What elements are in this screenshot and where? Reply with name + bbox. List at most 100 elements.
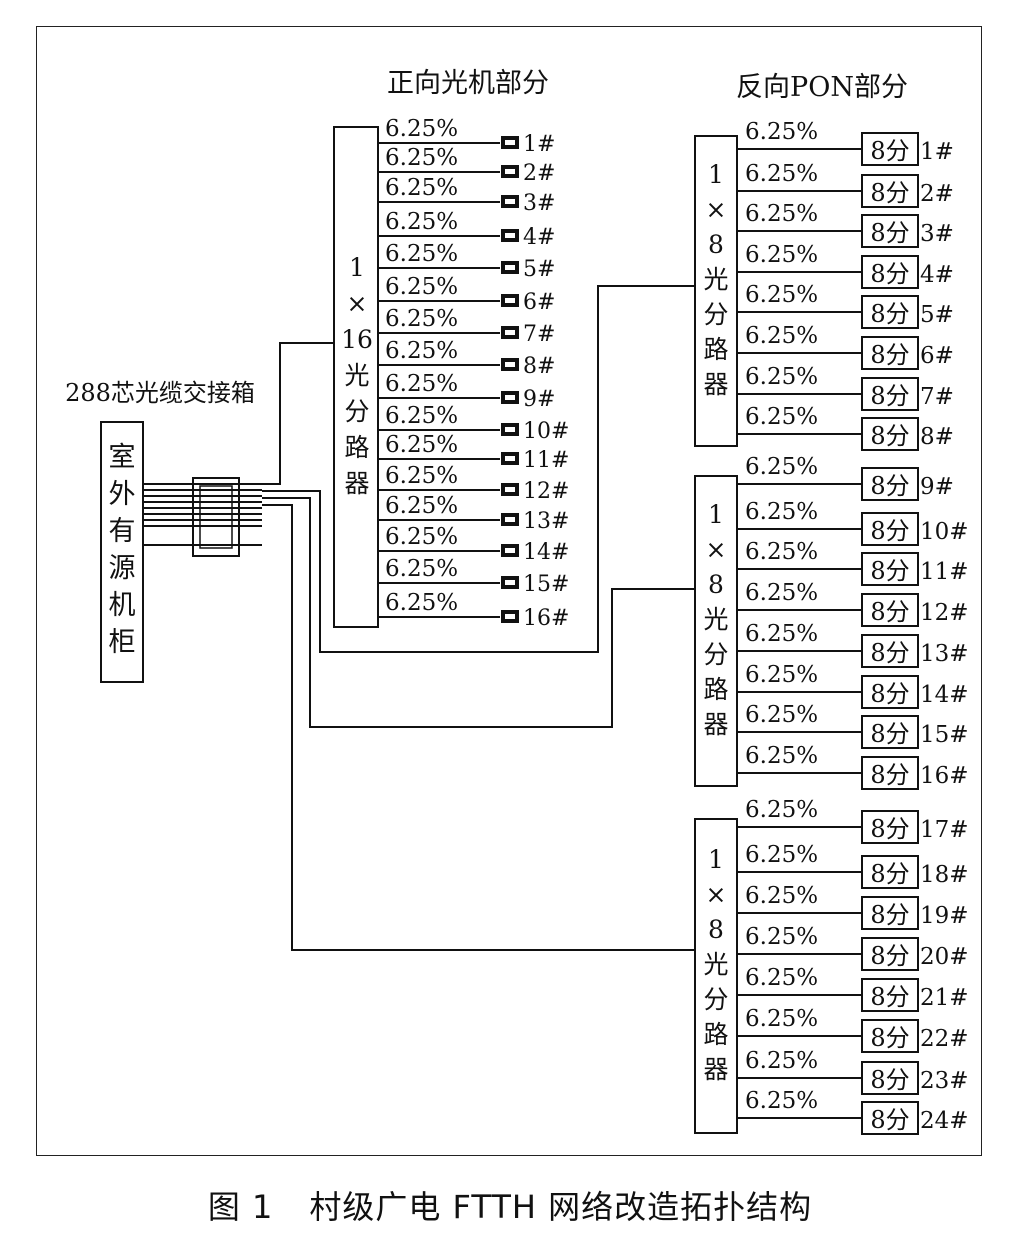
- cabinet-label-char: 室: [109, 442, 136, 473]
- reverse-ratio: 6.25%: [745, 842, 818, 868]
- eight-way-splitter-box: [861, 132, 919, 166]
- reverse-port-label: 13#: [920, 641, 969, 667]
- splitter8-label-char: 8: [708, 230, 724, 259]
- forward-ratio: 6.25%: [385, 209, 458, 235]
- forward-ratio: 6.25%: [385, 524, 458, 550]
- reverse-port-label: 24#: [920, 1108, 969, 1134]
- splitter8-label-char: 路: [703, 335, 728, 364]
- reverse-ratio: 6.25%: [745, 1088, 818, 1114]
- reverse-port-label: 11#: [920, 559, 969, 585]
- eight-way-label: 8分: [870, 137, 909, 165]
- optical-node-icon: [501, 229, 519, 242]
- eight-way-label: 8分: [870, 983, 909, 1011]
- cabinet-label-char: 外: [109, 479, 136, 510]
- splitter16-label-char: 16: [341, 325, 373, 354]
- forward-port-label: 5#: [523, 257, 555, 282]
- forward-ratio: 6.25%: [385, 463, 458, 489]
- eight-way-label: 8分: [870, 901, 909, 929]
- optical-node-port: [505, 140, 515, 145]
- reverse-ratio: 6.25%: [745, 201, 818, 227]
- splitter8-label-char: 1: [708, 845, 724, 874]
- reverse-port-label: 9#: [920, 474, 954, 500]
- eight-way-label: 8分: [870, 517, 909, 545]
- forward-ratio: 6.25%: [385, 145, 458, 171]
- eight-way-label: 8分: [870, 860, 909, 888]
- eight-way-splitter-box: [861, 715, 919, 749]
- figure-title: 村级广电 FTTH 网络改造拓扑结构: [309, 1188, 813, 1226]
- eight-way-label: 8分: [870, 341, 909, 369]
- optical-node-port: [505, 395, 515, 400]
- reverse-port-label: 21#: [920, 985, 969, 1011]
- optical-node-icon: [501, 294, 519, 307]
- splitter16-label-char: 光: [344, 361, 369, 390]
- eight-way-label: 8分: [870, 815, 909, 843]
- reverse-ratio: 6.25%: [745, 161, 818, 187]
- splitter16-label-char: ×: [347, 289, 368, 318]
- optical-node-port: [505, 199, 515, 204]
- eight-way-label: 8分: [870, 300, 909, 328]
- splitter8-label-char: ×: [706, 880, 727, 909]
- eight-way-label: 8分: [870, 219, 909, 247]
- reverse-port-label: 19#: [920, 903, 969, 929]
- splitter8-label-char: ×: [706, 535, 727, 564]
- forward-ratio: 6.25%: [385, 371, 458, 397]
- eight-way-label: 8分: [870, 761, 909, 789]
- optical-node-icon: [501, 326, 519, 339]
- splitter16-label-char: 器: [344, 469, 369, 498]
- splitter8-label-char: 器: [703, 710, 728, 739]
- optical-node-icon: [501, 483, 519, 496]
- reverse-ratio: 6.25%: [745, 499, 818, 525]
- forward-ratio: 6.25%: [385, 556, 458, 582]
- eight-way-label: 8分: [870, 260, 909, 288]
- forward-port-label: 3#: [523, 191, 555, 216]
- splitter8-label-char: ×: [706, 195, 727, 224]
- feeder-to-splitter16: [262, 342, 334, 485]
- cabinet-label-char: 机: [109, 590, 136, 621]
- forward-port-label: 10#: [523, 419, 569, 444]
- eight-way-splitter-box: [861, 675, 919, 709]
- optical-node-port: [505, 580, 515, 585]
- splitter16-label-char: 分: [344, 397, 369, 426]
- splitter8-label-char: 器: [703, 370, 728, 399]
- splitter-1x8: [694, 135, 738, 447]
- eight-way-splitter-box: [861, 467, 919, 501]
- feeder-to-splitter8: [262, 497, 695, 728]
- forward-port-label: 9#: [523, 387, 555, 412]
- eight-way-label: 8分: [870, 1066, 909, 1094]
- reverse-ratio: 6.25%: [745, 539, 818, 565]
- eight-way-splitter-box: [861, 255, 919, 289]
- forward-ratio: 6.25%: [385, 274, 458, 300]
- eight-way-splitter-box: [861, 1019, 919, 1053]
- figure-number: 图 1: [207, 1188, 274, 1226]
- eight-way-splitter-box: [861, 855, 919, 889]
- eight-way-label: 8分: [870, 598, 909, 626]
- forward-port-label: 12#: [523, 479, 569, 504]
- forward-port-label: 11#: [523, 448, 569, 473]
- reverse-ratio: 6.25%: [745, 119, 818, 145]
- splitter-1x16: [333, 126, 379, 628]
- reverse-port-label: 17#: [920, 817, 969, 843]
- cross-connect-inner: [199, 485, 233, 549]
- reverse-ratio: 6.25%: [745, 883, 818, 909]
- optical-node-port: [505, 614, 515, 619]
- reverse-ratio: 6.25%: [745, 282, 818, 308]
- optical-node-icon: [501, 452, 519, 465]
- eight-way-splitter-box: [861, 552, 919, 586]
- optical-node-icon: [501, 576, 519, 589]
- optical-node-port: [505, 427, 515, 432]
- reverse-port-label: 4#: [920, 262, 954, 288]
- feeder-to-splitter8: [262, 504, 695, 951]
- forward-ratio: 6.25%: [385, 432, 458, 458]
- forward-ratio: 6.25%: [385, 306, 458, 332]
- optical-node-port: [505, 362, 515, 367]
- splitter16-label-char: 路: [344, 433, 369, 462]
- optical-node-icon: [501, 610, 519, 623]
- forward-port-label: 2#: [523, 161, 555, 186]
- reverse-ratio: 6.25%: [745, 743, 818, 769]
- eight-way-splitter-box: [861, 937, 919, 971]
- optical-node-icon: [501, 165, 519, 178]
- optical-node-icon: [501, 544, 519, 557]
- forward-ratio: 6.25%: [385, 241, 458, 267]
- optical-node-icon: [501, 136, 519, 149]
- splitter16-label-char: 1: [349, 253, 365, 282]
